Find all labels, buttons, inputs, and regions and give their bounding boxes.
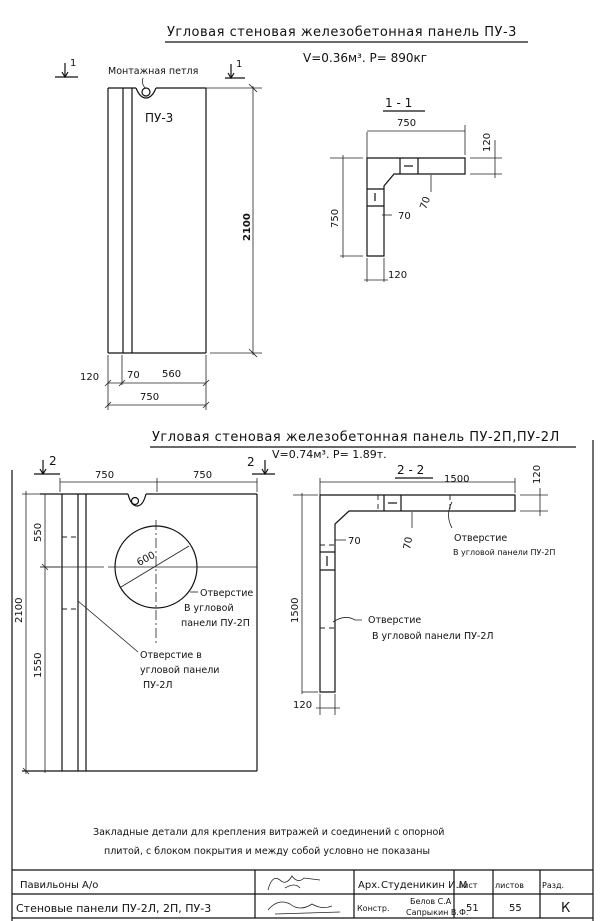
svg-text:120: 120 xyxy=(482,133,493,152)
arch-role: Арх. xyxy=(358,880,380,891)
section2-title: Угловая стеновая железобетонная панель П… xyxy=(152,430,560,445)
lifting-loop-notch xyxy=(135,87,157,99)
section1-title: Угловая стеновая железобетонная панель П… xyxy=(167,25,517,40)
svg-text:2: 2 xyxy=(247,455,255,469)
svg-text:750: 750 xyxy=(140,392,159,403)
svg-text:750: 750 xyxy=(193,470,212,481)
dims-bottom-py3: 120 70 560 750 xyxy=(80,355,210,410)
svg-text:угловой панели: угловой панели xyxy=(140,665,219,676)
dim-2100-py3: 2100 xyxy=(206,83,262,358)
note-hole-2p: Отверстие В угловой панели ПУ-2П xyxy=(181,588,253,629)
svg-text:70: 70 xyxy=(402,536,415,550)
svg-text:панели ПУ-2П: панели ПУ-2П xyxy=(181,618,250,629)
svg-text:70: 70 xyxy=(348,536,361,547)
cut-mark-2-left: 2 xyxy=(34,454,60,476)
svg-text:70: 70 xyxy=(418,195,433,211)
panel-py2-elevation: 600 xyxy=(22,493,258,772)
svg-text:1500: 1500 xyxy=(290,598,301,623)
section2-params: V=0.74м³. P= 1.89т. xyxy=(272,448,387,461)
sheets-total: 55 xyxy=(509,903,522,914)
svg-text:Отверстие: Отверстие xyxy=(368,615,421,626)
svg-text:750: 750 xyxy=(95,470,114,481)
svg-text:120: 120 xyxy=(532,465,543,484)
cut-mark-1-right: 1 xyxy=(225,59,245,80)
svg-text:1: 1 xyxy=(236,59,242,70)
svg-text:2 - 2: 2 - 2 xyxy=(397,463,424,477)
svg-text:120: 120 xyxy=(388,270,407,281)
svg-text:В угловой панели ПУ-2Л: В угловой панели ПУ-2Л xyxy=(372,631,494,642)
arch-name: Студеникин И.М xyxy=(381,880,467,891)
section-code: К xyxy=(561,901,570,916)
svg-text:1 - 1: 1 - 1 xyxy=(385,96,412,110)
lifting-loop-icon xyxy=(130,496,140,506)
title-block: Павильоны А/о Стеновые панели ПУ-2Л, 2П,… xyxy=(12,869,593,919)
constr-role: Констр. xyxy=(357,904,389,913)
project-name: Павильоны А/о xyxy=(20,880,98,891)
svg-text:550: 550 xyxy=(33,523,44,542)
section-view-2-2: 2 - 2 1500 120 1500 xyxy=(290,463,555,715)
svg-text:2100: 2100 xyxy=(242,213,253,241)
svg-text:70: 70 xyxy=(398,211,411,222)
svg-text:1: 1 xyxy=(70,58,76,69)
dims-vertical-py2: 2100 550 1550 xyxy=(14,491,60,775)
loop-label: Монтажная петля xyxy=(108,66,198,77)
footnote: Закладные детали для крепления витражей … xyxy=(93,827,444,857)
lifting-loop-notch xyxy=(127,493,147,507)
svg-text:70: 70 xyxy=(127,370,140,381)
svg-text:Отверстие в: Отверстие в xyxy=(140,650,202,661)
svg-text:Отверстие: Отверстие xyxy=(200,588,253,599)
svg-text:120: 120 xyxy=(293,700,312,711)
cut-mark-2-right: 2 xyxy=(247,455,275,476)
svg-text:2: 2 xyxy=(49,454,57,468)
sheets-label: листов xyxy=(495,881,524,890)
constr-name-1: Белов С.А xyxy=(410,897,452,906)
signature-2 xyxy=(267,901,341,915)
svg-text:1500: 1500 xyxy=(444,474,469,485)
svg-text:плитой, с блоком покрытия и ме: плитой, с блоком покрытия и между собой … xyxy=(104,846,430,857)
sheet-number: 51 xyxy=(466,903,479,914)
svg-text:ПУ-2Л: ПУ-2Л xyxy=(143,680,173,691)
section2: Угловая стеновая железобетонная панель П… xyxy=(14,430,576,857)
dims-top-py2: 750 750 xyxy=(59,470,258,492)
sheet-title: Стеновые панели ПУ-2Л, 2П, ПУ-3 xyxy=(16,902,211,915)
note-hole-2l: Отверстие в угловой панели ПУ-2Л xyxy=(140,650,219,691)
signature-1 xyxy=(267,875,321,891)
svg-text:В угловой: В угловой xyxy=(184,603,234,614)
section-view-1-1: 1 - 1 750 120 750 70 70 xyxy=(330,96,502,282)
svg-text:120: 120 xyxy=(80,372,99,383)
cut-mark-1-left: 1 xyxy=(55,58,78,79)
panel-py3-elevation: ПУ-3 xyxy=(107,87,207,354)
svg-text:750: 750 xyxy=(397,118,416,129)
loop-leader xyxy=(141,77,146,89)
section-label: Разд. xyxy=(542,881,564,890)
svg-text:В угловой панели ПУ-2П: В угловой панели ПУ-2П xyxy=(453,548,555,557)
svg-text:560: 560 xyxy=(162,369,181,380)
lifting-loop-icon xyxy=(141,87,151,97)
svg-text:2100: 2100 xyxy=(14,598,25,623)
svg-text:Закладные детали для крепления: Закладные детали для крепления витражей … xyxy=(93,827,444,838)
svg-text:Отверстие: Отверстие xyxy=(454,533,507,544)
section1-params: V=0.36м³. P= 890кг xyxy=(303,51,427,65)
constr-name-2: Сапрыкин В.Ф. xyxy=(406,908,468,917)
svg-text:750: 750 xyxy=(330,209,341,228)
sheet-label: лист xyxy=(458,881,478,890)
svg-text:600: 600 xyxy=(135,550,157,569)
panel-label: ПУ-3 xyxy=(145,111,173,125)
section1: Угловая стеновая железобетонная панель П… xyxy=(55,25,528,410)
svg-text:1550: 1550 xyxy=(33,653,44,678)
